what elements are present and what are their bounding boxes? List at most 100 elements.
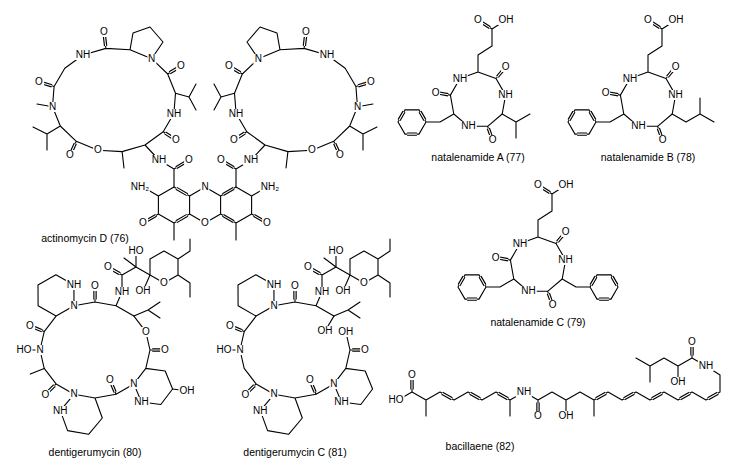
atom-label: OH: [337, 327, 354, 337]
atom-label: O: [533, 411, 543, 421]
compound-name: dentigerumycin C (81): [243, 446, 346, 458]
compound-name: bacillaene (82): [446, 440, 515, 452]
atom-label: O: [159, 278, 169, 288]
atom-label: NH: [228, 109, 244, 119]
double-bond-gap: [398, 20, 506, 140]
atom-label: O: [307, 145, 317, 155]
atom-label: OH: [179, 386, 196, 396]
atom-label: OH: [670, 377, 687, 387]
atom-label: NH: [66, 280, 82, 290]
atom-label: O: [431, 88, 441, 98]
atom-label: O: [99, 27, 109, 37]
isobutyl-group: [672, 98, 714, 122]
atom-label: O: [262, 218, 272, 228]
compound-name: natalenamide B (78): [601, 151, 696, 163]
bond-lines: [24, 239, 190, 434]
atom-label: O: [366, 77, 376, 87]
atom-label: N: [147, 54, 156, 64]
atom-label: O: [671, 62, 681, 72]
double-bond-set: [412, 342, 720, 416]
atom-label: NH: [698, 361, 714, 371]
double-bond-set: [398, 20, 506, 140]
atom-label: O: [501, 62, 511, 72]
atom-label: O: [491, 253, 501, 263]
atom-label: NH: [516, 387, 532, 397]
atom-label: O: [241, 390, 251, 400]
compound-name: actinomycin D (76): [41, 232, 129, 244]
atom-label: OH: [668, 15, 685, 25]
benzyl-group: [562, 275, 618, 299]
atom-label: NH: [314, 287, 330, 297]
atom-label: N: [329, 379, 338, 389]
atom-label: NH₂: [130, 182, 150, 192]
atom-label: O: [301, 27, 311, 37]
atom-label: O: [407, 370, 417, 380]
atom-label: O: [533, 180, 543, 190]
atom-label: NH: [133, 397, 149, 407]
atom-label: NH: [75, 50, 91, 60]
compound-name: natalenamide C (79): [490, 316, 585, 328]
atom-label: NH: [166, 109, 182, 119]
atom-label: N: [69, 301, 78, 311]
atom-label: O: [200, 218, 210, 228]
polyene-chain: [398, 342, 720, 416]
atom-label: O: [224, 61, 234, 71]
peptide-lactone: [214, 27, 377, 187]
atom-label: O: [658, 135, 668, 145]
atom-label: O: [25, 321, 35, 331]
atom-label: O: [229, 135, 239, 145]
cyclic-tripeptide: [398, 20, 506, 140]
double-bonds: [30, 267, 165, 395]
atom-label: N: [353, 102, 362, 112]
atom-label: NH: [622, 74, 638, 84]
atom-label: NH: [667, 90, 683, 100]
atom-label: O: [105, 375, 115, 385]
atom-label: O: [473, 15, 483, 25]
atom-label: O: [303, 262, 313, 272]
atom-label: O: [34, 77, 44, 87]
cyclic-tripeptide: [568, 20, 676, 140]
atom-label: O: [141, 327, 151, 337]
atom-label: NH: [266, 280, 282, 290]
double-bonds: [398, 20, 506, 140]
atom-label: O: [93, 145, 103, 155]
atom-label: OH: [317, 326, 334, 336]
isopropyl-group: [502, 114, 530, 138]
atom-label: N: [69, 389, 78, 399]
atom-label: NH: [333, 397, 349, 407]
atom-label: NH: [114, 287, 130, 297]
double-bond-gap: [412, 342, 720, 416]
cyclic-tripeptide: [458, 185, 566, 305]
double-bond-set: [30, 267, 165, 395]
atom-label: NH₂: [260, 182, 280, 192]
atom-label: HO: [16, 345, 33, 355]
atom-label: NH: [557, 255, 573, 265]
atom-label: HO: [388, 395, 405, 405]
atom-label: N: [200, 182, 209, 192]
peptide-lactone: [33, 27, 196, 187]
atom-label: NH: [252, 406, 268, 416]
bond-lines: [143, 187, 267, 240]
atom-label: O: [335, 150, 345, 160]
atom-label: OH: [335, 286, 352, 296]
atom-label: O: [290, 281, 300, 291]
atom-label: O: [687, 337, 697, 347]
compound-name: dentigerumycin (80): [49, 446, 142, 458]
depsipeptide: [24, 239, 190, 434]
atom-label: NH: [497, 90, 513, 100]
atom-label: NH: [630, 121, 646, 131]
atom-label: HO: [328, 246, 345, 256]
atom-label: NH: [452, 74, 468, 84]
double-bonds: [590, 275, 618, 299]
atom-label: N: [269, 389, 278, 399]
atom-label: O: [41, 390, 51, 400]
compound-name: natalenamide A (77): [431, 151, 524, 163]
atom-label: O: [305, 375, 315, 385]
atom-label: O: [65, 150, 75, 160]
double-bond-set: [590, 275, 618, 299]
atom-label: NH: [319, 50, 335, 60]
atom-label: O: [103, 262, 113, 272]
atom-label: N: [35, 345, 44, 355]
double-bond-gap: [30, 267, 165, 395]
